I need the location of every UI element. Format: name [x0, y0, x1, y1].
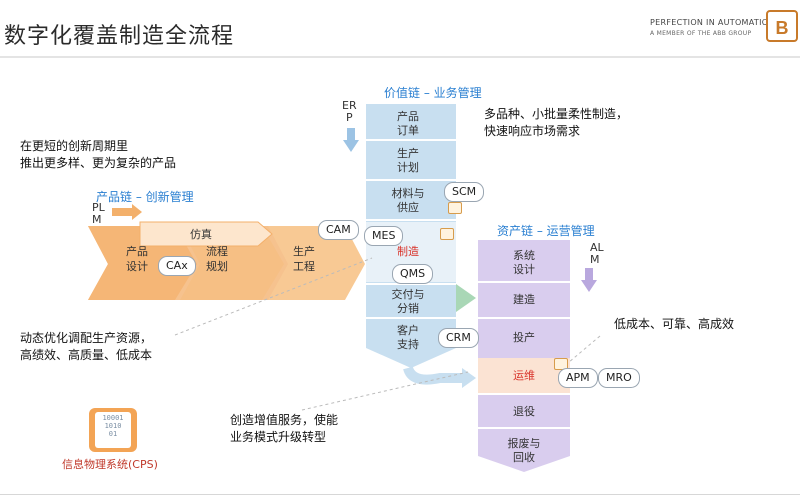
- ac-construction-l1: 建造: [513, 293, 535, 306]
- vc-delivery-l1: 交付与: [391, 288, 425, 301]
- note-resource-line2: 高绩效、高质量、低成本: [20, 348, 153, 362]
- ac-recycle-l1: 报废与: [507, 437, 541, 450]
- ac-operation: 运维: [482, 368, 566, 384]
- note-service-line1: 创造增值服务，使能: [230, 413, 339, 427]
- ac-commissioning: 投产: [482, 330, 566, 346]
- brand-tagline: PERFECTION IN AUTOMATION: [650, 18, 775, 27]
- flex-manufacturing-note-l2: 快速响应市场需求: [484, 124, 581, 138]
- ac-system-design: 系统 设计: [482, 248, 566, 278]
- product-chain-heading: 产品链 – 创新管理: [96, 190, 194, 204]
- alm-label-1: AL: [590, 241, 604, 254]
- vc-production-plan-l2: 计划: [397, 161, 419, 174]
- ac-system-design-l1: 系统: [513, 249, 535, 262]
- cps-bits-2: 1010: [104, 422, 122, 430]
- cps-bits-1: 10001: [102, 414, 124, 422]
- ac-recycle: 报废与 回收: [482, 436, 566, 466]
- erp-label-2: P: [346, 111, 353, 124]
- vc-customer-support-l2: 支持: [397, 338, 419, 351]
- note-resource-line1: 动态优化调配生产资源，: [20, 331, 153, 345]
- connector-arrow: [456, 284, 476, 312]
- step-product-design-l1: 产品: [126, 245, 148, 258]
- apm-pill: APM: [558, 368, 598, 388]
- step-production-eng-l1: 生产: [293, 245, 315, 258]
- vc-manufacturing-l1: 制造: [397, 245, 419, 258]
- ac-commissioning-l1: 投产: [513, 331, 535, 344]
- flex-manufacturing-note-l1: 多品种、小批量柔性制造，: [484, 107, 629, 121]
- asset-note: 低成本、可靠、高成效: [614, 317, 735, 331]
- app-tag-icon: [448, 202, 462, 214]
- vc-material-supply-l1: 材料与: [391, 187, 425, 200]
- cps-label: 信息物理系统(CPS): [62, 458, 158, 471]
- vc-manufacturing: 制造: [366, 244, 450, 260]
- cps-icon: 10001 1010 01: [89, 408, 137, 452]
- brand-subline: A MEMBER OF THE ABB GROUP: [650, 30, 752, 37]
- asset-chain-column: [478, 240, 570, 472]
- footer-divider: [0, 494, 800, 495]
- ac-recycle-l2: 回收: [513, 451, 535, 464]
- curved-arrow: [403, 366, 462, 385]
- value-chain-heading: 价值链 – 业务管理: [384, 86, 482, 100]
- ac-construction: 建造: [482, 292, 566, 308]
- note-innovation-line2: 推出更多样、更为复杂的产品: [20, 156, 177, 170]
- step-product-design-l2: 设计: [126, 260, 148, 273]
- scm-pill: SCM: [444, 182, 485, 202]
- plm-label-2: M: [92, 213, 102, 226]
- alm-arrow: [581, 268, 597, 292]
- vc-material-supply-l2: 供应: [397, 201, 419, 214]
- step-process-plan-l2: 规划: [206, 260, 228, 273]
- plm-arrow: [112, 204, 142, 220]
- vc-customer-support-l1: 客户: [397, 324, 419, 337]
- ac-system-design-l2: 设计: [513, 263, 535, 276]
- app-tag-icon: [440, 228, 454, 240]
- cam-pill: CAM: [318, 220, 359, 240]
- asset-chain-heading: 资产链 – 运营管理: [497, 224, 595, 238]
- simulation-band: [139, 221, 273, 247]
- simulation-label: 仿真: [190, 228, 212, 241]
- company-logo: B: [766, 10, 798, 42]
- vc-product-order-l1: 产品: [397, 110, 419, 123]
- header-divider: [0, 56, 800, 58]
- vc-delivery-l2: 分销: [397, 302, 419, 315]
- vc-production-plan-l1: 生产: [397, 147, 419, 160]
- erp-label-1: ER: [342, 99, 357, 112]
- step-production-eng-l2: 工程: [293, 260, 315, 273]
- ac-operation-l1: 运维: [513, 369, 535, 382]
- ac-decommission-l1: 退役: [513, 405, 535, 418]
- note-innovation-line1: 在更短的创新周期里: [20, 139, 129, 153]
- step-process-plan-l1: 流程: [206, 245, 228, 258]
- cps-bits-3: 01: [108, 430, 118, 438]
- erp-arrow: [343, 128, 359, 152]
- alm-label-2: M: [590, 253, 600, 266]
- note-service-line2: 业务模式升级转型: [230, 430, 327, 444]
- vc-product-order: 产品 订单: [366, 110, 450, 138]
- cax-pill: CAx: [158, 256, 196, 276]
- mes-pill: MES: [364, 226, 404, 246]
- ac-decommission: 退役: [482, 404, 566, 420]
- crm-pill: CRM: [438, 328, 479, 348]
- cps-icon-screen: 10001 1010 01: [95, 412, 131, 448]
- vc-customer-support: 客户 支持: [366, 323, 450, 353]
- mro-pill: MRO: [598, 368, 640, 388]
- vc-product-order-l2: 订单: [397, 124, 419, 137]
- slide-title: 数字化覆盖制造全流程: [4, 24, 235, 49]
- plm-label-1: PL: [92, 201, 105, 214]
- vc-delivery: 交付与 分销: [366, 287, 450, 317]
- vc-material-supply: 材料与 供应: [366, 186, 450, 216]
- vc-production-plan: 生产 计划: [366, 146, 450, 176]
- chevron-production-eng: [268, 226, 365, 300]
- qms-pill: QMS: [392, 264, 434, 284]
